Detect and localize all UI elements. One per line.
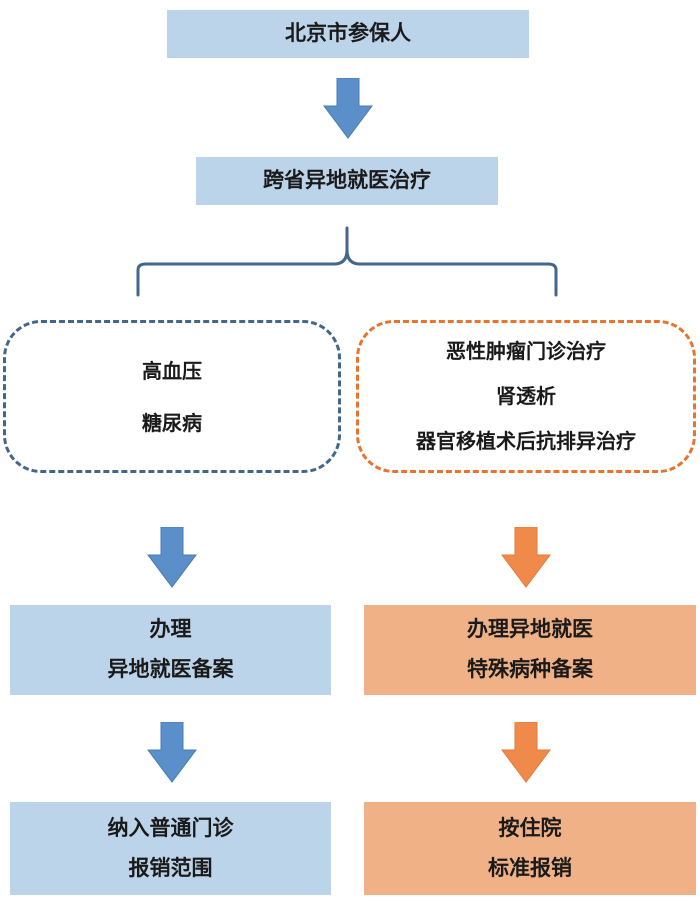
special-register-line-2: 特殊病种备案: [467, 657, 593, 681]
cross-province-treatment-box: 跨省异地就医治疗: [196, 157, 498, 205]
arrow-down-icon: [147, 527, 197, 588]
disease-diabetes: 糖尿病: [142, 410, 202, 435]
top-box-insured: 北京市参保人: [167, 10, 529, 58]
top-box-label: 北京市参保人: [285, 21, 411, 46]
arrow-down-icon: [501, 527, 551, 588]
disease-transplant-antirejection: 器官移植术后抗排异治疗: [416, 429, 636, 453]
register-special-disease-box: 办理异地就医 特殊病种备案: [364, 605, 696, 695]
special-disease-group: 恶性肿瘤门诊治疗 肾透析 器官移植术后抗排异治疗: [356, 320, 696, 473]
common-disease-group: 高血压 糖尿病: [3, 320, 341, 473]
inpatient-line-2: 标准报销: [488, 855, 572, 880]
register-line-1: 办理: [149, 617, 192, 642]
outpatient-reimbursement-box: 纳入普通门诊 报销范围: [10, 802, 331, 895]
register-cross-region-box: 办理 异地就医备案: [10, 605, 331, 695]
special-register-line-1: 办理异地就医: [467, 617, 593, 642]
arrow-down-icon: [147, 722, 197, 783]
outpatient-line-2: 报销范围: [128, 855, 213, 880]
disease-hypertension: 高血压: [142, 358, 202, 383]
disease-malignant-tumor: 恶性肿瘤门诊治疗: [446, 339, 606, 363]
register-line-2: 异地就医备案: [107, 657, 234, 681]
inpatient-reimbursement-box: 按住院 标准报销: [364, 802, 696, 895]
arrow-down-icon: [501, 722, 551, 783]
outpatient-line-1: 纳入普通门诊: [107, 815, 234, 840]
disease-dialysis: 肾透析: [496, 384, 556, 408]
arrow-down-icon: [323, 78, 373, 139]
bracket-connector: [136, 226, 558, 297]
inpatient-line-1: 按住院: [498, 815, 562, 840]
cross-province-treatment-label: 跨省异地就医治疗: [263, 168, 431, 193]
